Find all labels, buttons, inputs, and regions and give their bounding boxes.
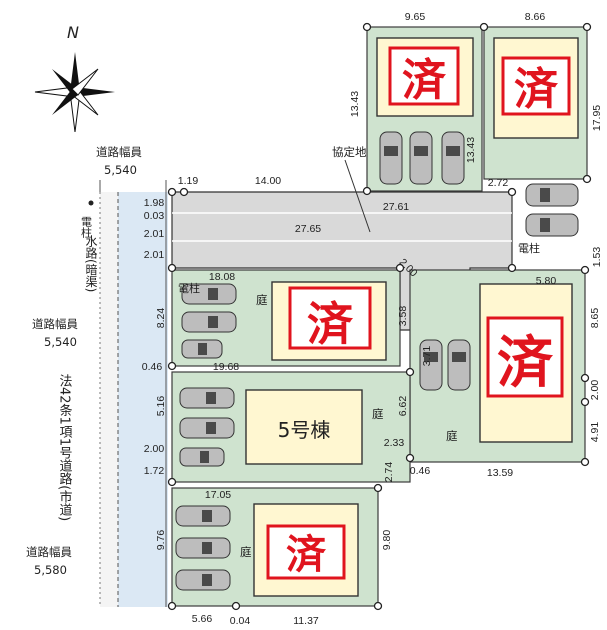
car-icon <box>181 311 237 333</box>
dim-road-top-left: 1.19 <box>178 175 199 187</box>
dim-right-lot-bottom: 13.59 <box>487 467 513 479</box>
car-icon <box>179 387 235 409</box>
car-icon <box>181 283 237 305</box>
dim-road-row2: 0.03 <box>144 210 165 222</box>
dim-lot5-right-small: 2.33 <box>384 437 405 449</box>
road-width-bottom-value: 5,580 <box>34 563 67 577</box>
dim-lot5-bottom-small: 0.46 <box>410 465 431 477</box>
dim-right-small: 1.53 <box>591 247 603 268</box>
car-icon <box>441 131 465 185</box>
agreement-label: 協定地 <box>332 145 367 159</box>
dim-top-lot1-width: 9.65 <box>405 11 426 23</box>
dim-mid-lot-left: 8.24 <box>155 308 167 329</box>
lot-right: 済 庭 <box>409 269 586 463</box>
dim-bottom-lot-bottom-mid: 0.04 <box>230 615 251 627</box>
dim-bottom-lot-top: 17.05 <box>205 489 231 501</box>
dim-mid-lot-right: 3.58 <box>397 306 409 327</box>
sold-mark-middle: 済 <box>307 297 354 351</box>
dim-lot5-right-small2: 2.74 <box>383 462 395 483</box>
dim-lot5-right: 6.62 <box>397 396 409 417</box>
dim-top-lot2-width: 8.66 <box>525 11 546 23</box>
sold-mark-top-right: 済 <box>514 64 559 115</box>
dim-top-lot2-right: 17.95 <box>591 105 603 131</box>
dim-road-row1: 1.98 <box>144 197 165 209</box>
dim-lot5-left: 5.16 <box>155 396 167 417</box>
dim-bottom-lot-right: 9.80 <box>381 530 393 551</box>
dim-mid-lot-bottom: 19.68 <box>213 361 239 373</box>
car-icon <box>179 417 235 439</box>
car-icon <box>175 569 231 591</box>
dim-parking: 3.71 <box>421 346 433 367</box>
waterway-label: 水路(暗渠) <box>84 235 98 293</box>
dim-top-lot1-height: 13.43 <box>349 91 361 117</box>
compass: N <box>34 23 115 133</box>
car-icon <box>175 505 231 527</box>
dim-road-offset-right: 2.72 <box>488 177 509 189</box>
dim-right-lot-top: 5.80 <box>536 275 557 287</box>
pole-label-right: 電柱 <box>518 241 540 255</box>
sold-mark-bottom: 済 <box>286 532 327 578</box>
car-icon <box>175 537 231 559</box>
road-width-middle-label: 道路幅員 <box>32 317 78 331</box>
car-icon <box>525 183 579 207</box>
car-icon <box>525 213 579 237</box>
pole-marker-left <box>88 200 94 206</box>
dim-right-lot-lower: 4.91 <box>589 422 601 443</box>
parking-cars <box>175 131 579 591</box>
dimension-labels: 9.65 8.66 13.43 13.43 17.95 2.72 1.19 14… <box>142 11 603 627</box>
dim-bottom-lot-left: 9.76 <box>155 530 167 551</box>
dim-road-row3: 2.01 <box>144 228 165 240</box>
boundary-markers <box>167 22 592 611</box>
dim-right-lot-height: 8.65 <box>589 308 601 329</box>
road-width-middle-value: 5,540 <box>44 335 77 349</box>
road-width-top-value: 5,540 <box>104 163 137 177</box>
dim-road-inner-2: 27.65 <box>295 223 321 235</box>
dim-road-inner-1: 27.61 <box>383 201 409 213</box>
pole-label-left: 電柱 <box>80 216 93 239</box>
dim-road-row4: 2.01 <box>144 249 165 261</box>
road-width-top: 道路幅員 5,540 <box>96 145 167 192</box>
dim-lot5-bottom-left: 1.72 <box>144 465 165 477</box>
law-road-label: 法42条1項1号道路(市道) <box>57 374 73 521</box>
road-width-middle: 道路幅員 5,540 <box>32 317 78 349</box>
lot-top-right: 済 <box>483 26 588 180</box>
dim-right-lot-mid: 2.00 <box>589 380 601 401</box>
sold-mark-top-left: 済 <box>402 55 447 106</box>
car-icon <box>379 131 403 185</box>
dim-lot5-left-2: 2.00 <box>144 443 165 455</box>
road-width-top-label: 道路幅員 <box>96 145 142 159</box>
dim-road-top-length: 14.00 <box>255 175 281 187</box>
garden-label-middle: 庭 <box>256 293 268 307</box>
public-road <box>99 192 168 607</box>
north-label: N <box>67 23 79 42</box>
car-icon <box>179 447 225 467</box>
road-width-bottom-label: 道路幅員 <box>26 545 72 559</box>
car-icon <box>419 339 443 391</box>
car-icon <box>409 131 433 185</box>
dim-mid-lot-top: 18.08 <box>209 271 235 283</box>
dim-bottom-lot-bottom-left: 5.66 <box>192 613 213 625</box>
pole-label-middle: 電柱 <box>178 281 200 295</box>
sold-mark-right: 済 <box>497 331 554 396</box>
compass-rose-icon <box>34 52 115 133</box>
garden-label-right: 庭 <box>446 429 458 443</box>
garden-label-bottom: 庭 <box>240 545 252 559</box>
road-width-bottom: 道路幅員 5,580 <box>26 545 72 577</box>
garden-label-5: 庭 <box>372 407 384 421</box>
dim-mid-lot-bottom-left: 0.46 <box>142 361 163 373</box>
car-icon <box>447 339 471 391</box>
house-5-label: 5号棟 <box>278 418 331 442</box>
dim-bottom-lot-bottom: 11.37 <box>293 615 319 627</box>
dim-top-lot2-inner: 13.43 <box>465 137 477 163</box>
car-icon <box>181 339 223 359</box>
